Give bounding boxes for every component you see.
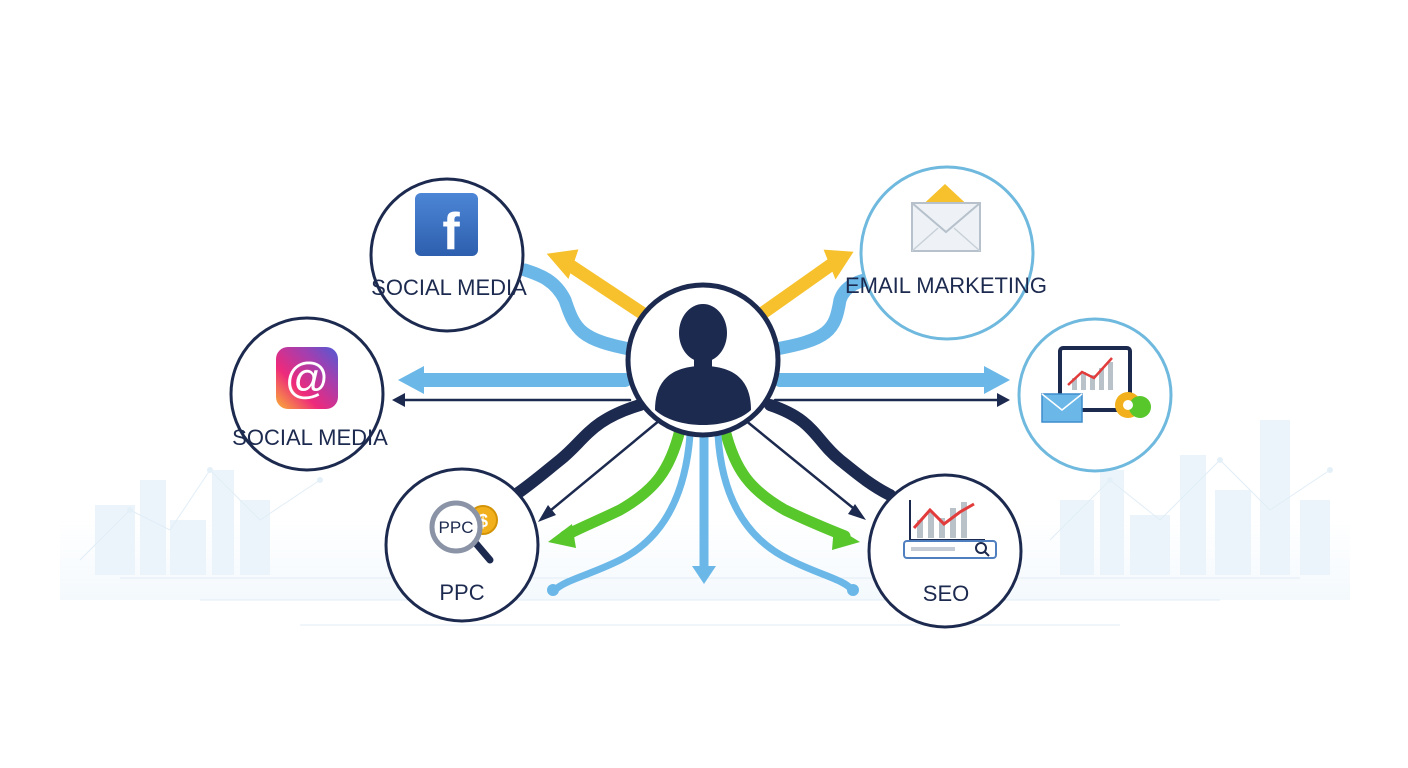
arrowhead-green-seo [832, 526, 860, 550]
arrow-hub-to-ppc [559, 424, 686, 542]
facebook-icon: f [415, 193, 478, 261]
seo-chart-search-icon [903, 500, 997, 559]
email-node-label: EMAIL MARKETING [845, 273, 1047, 298]
ppc-magnifier-coin-icon: $ PPC [429, 500, 498, 564]
arrowhead-navy-right [997, 393, 1010, 407]
arrow-thin-to-seo [743, 418, 860, 514]
connector-hub-to-email [763, 271, 882, 357]
instagram-at-icon: @ [276, 347, 338, 409]
node-social-media-facebook[interactable]: f SOCIAL MEDIA [369, 177, 527, 333]
connector-fan-left [551, 431, 694, 594]
arrowhead-green-ppc [548, 524, 576, 548]
coin-glyph: $ [478, 511, 488, 531]
ppc-node-label: PPC [439, 580, 484, 605]
arrowhead-blue-left [398, 366, 424, 394]
node-email-marketing[interactable]: EMAIL MARKETING [845, 165, 1047, 341]
arrowhead-yellow-left [546, 249, 579, 279]
instagram-glyph: @ [285, 354, 330, 403]
connector-hub-to-seo [764, 399, 896, 501]
connector-hub-to-ppc [509, 399, 646, 501]
arrowhead-navy-ppc [538, 505, 556, 522]
arrowhead-blue-down [692, 566, 716, 584]
facebook-glyph: f [442, 203, 460, 261]
arrow-hub-to-facebook [558, 255, 652, 322]
arrowhead-navy-left [392, 393, 405, 407]
arrowheads [392, 249, 1010, 596]
node-analytics[interactable] [1017, 317, 1173, 473]
facebook-node-label: SOCIAL MEDIA [371, 275, 527, 300]
endpoint-fan-right [847, 584, 859, 596]
seo-node-label: SEO [923, 581, 969, 606]
arrowhead-navy-seo [848, 504, 866, 520]
connector-lines [398, 255, 1002, 594]
connector-hub-to-facebook [518, 263, 642, 357]
analytics-dashboard-icon [1041, 346, 1151, 423]
user-silhouette-icon [655, 304, 751, 425]
envelope-icon [911, 184, 981, 252]
node-social-media-instagram[interactable]: @ SOCIAL MEDIA [229, 316, 388, 472]
arrow-hub-to-email [753, 255, 842, 322]
node-ppc[interactable]: $ PPC PPC [384, 467, 540, 623]
node-seo[interactable]: SEO [867, 473, 1023, 629]
endpoint-fan-left [547, 584, 559, 596]
arrow-thin-to-ppc [543, 418, 662, 517]
hub-node[interactable] [625, 282, 781, 438]
arrowhead-yellow-right [823, 249, 854, 280]
connector-fan-right [714, 431, 856, 594]
arrow-hub-to-seo [719, 424, 851, 542]
ppc-icon-text: PPC [439, 518, 474, 537]
instagram-node-label: SOCIAL MEDIA [232, 425, 388, 450]
arrowhead-blue-right [984, 366, 1010, 394]
